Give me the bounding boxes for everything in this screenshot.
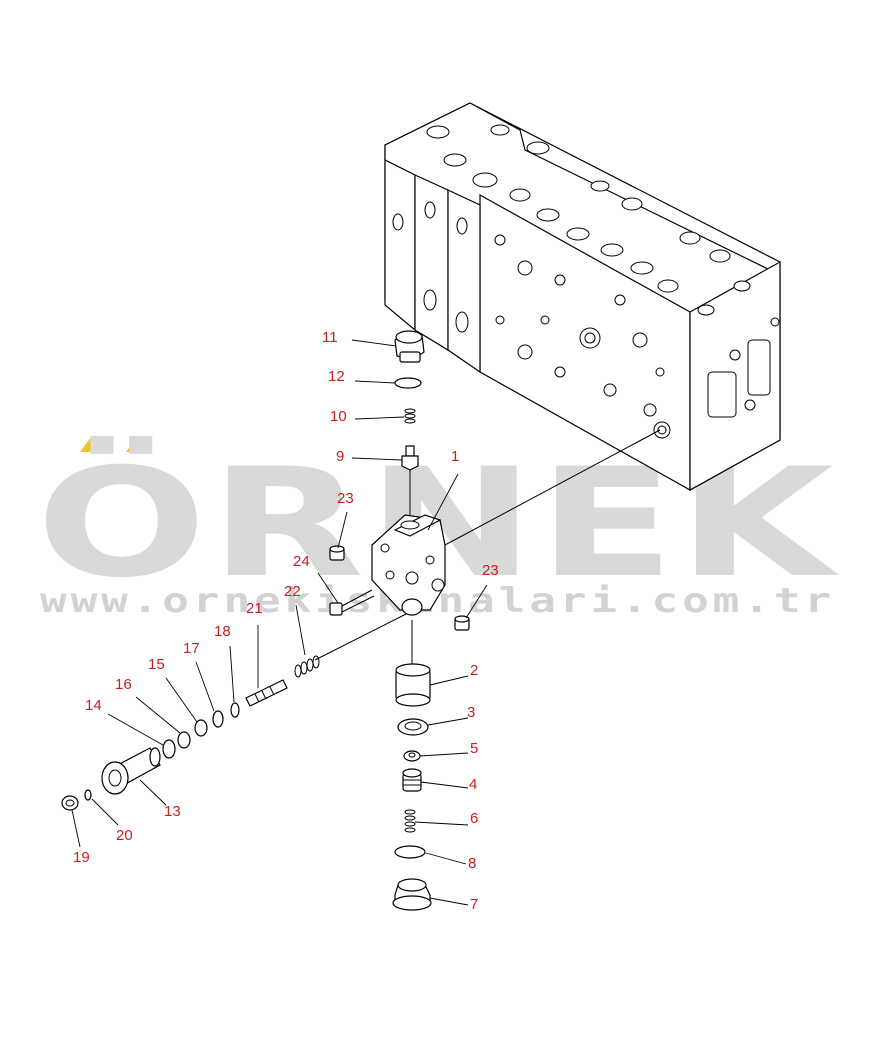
part-20-o-ring: [84, 789, 92, 801]
callout-23-upper: 23: [337, 490, 354, 507]
part-18-ring: [230, 702, 240, 718]
callout-11: 11: [322, 329, 338, 346]
control-valve-assembly: [384, 102, 781, 492]
part-11-plug: [394, 330, 425, 363]
part-1-valve-body: [371, 514, 446, 616]
callout-4: 4: [469, 776, 477, 793]
part-22-spring: [294, 655, 320, 678]
callout-24: 24: [293, 553, 310, 570]
callout-23-lower: 23: [482, 562, 499, 579]
part-7-plug: [392, 878, 432, 911]
part-8-o-ring: [394, 845, 426, 859]
part-24-bolt: [329, 589, 375, 616]
part-23-bolt-lower: [454, 615, 470, 631]
part-3-seal: [397, 718, 429, 736]
part-9-piston: [401, 445, 419, 471]
part-21-spool: [245, 679, 288, 707]
callout-12: 12: [328, 368, 345, 385]
callout-labels: 11 12 10 9 1 23 24 23 22 21 18 17 15 16 …: [73, 329, 499, 913]
part-6-spring: [404, 809, 416, 833]
callout-15: 15: [148, 656, 165, 673]
part-2-cap: [395, 663, 431, 707]
callout-6: 6: [470, 810, 478, 827]
part-12-o-ring: [394, 377, 422, 389]
part-10-spring: [404, 408, 416, 424]
callout-1: 1: [451, 448, 459, 465]
part-16-backup-ring: [177, 731, 191, 749]
callout-2: 2: [470, 662, 478, 679]
part-17-ring: [212, 710, 224, 728]
callout-21: 21: [246, 600, 263, 617]
callout-18: 18: [214, 623, 231, 640]
part-5-nut: [403, 750, 421, 762]
callout-5: 5: [470, 740, 478, 757]
leader-lines: [71, 339, 488, 906]
part-23-bolt-upper: [329, 545, 345, 561]
callout-16: 16: [115, 676, 132, 693]
callout-20: 20: [116, 827, 133, 844]
callout-19: 19: [73, 849, 90, 866]
callout-13: 13: [164, 803, 181, 820]
part-13-sleeve: [101, 747, 161, 795]
watermark-accent-left: [80, 436, 104, 452]
callout-10: 10: [330, 408, 347, 425]
part-19-plug: [61, 795, 79, 811]
part-15-ring: [194, 719, 208, 737]
assembly-axis-lines: [314, 429, 661, 665]
callout-3: 3: [467, 704, 475, 721]
callout-22: 22: [284, 583, 301, 600]
callout-14: 14: [85, 697, 102, 714]
watermark-accent-right: [126, 436, 150, 452]
callout-7: 7: [470, 896, 478, 913]
part-4-valve: [402, 768, 422, 792]
part-14-o-ring: [162, 739, 176, 759]
callout-17: 17: [183, 640, 200, 657]
callout-9: 9: [336, 448, 344, 465]
callout-8: 8: [468, 855, 476, 872]
